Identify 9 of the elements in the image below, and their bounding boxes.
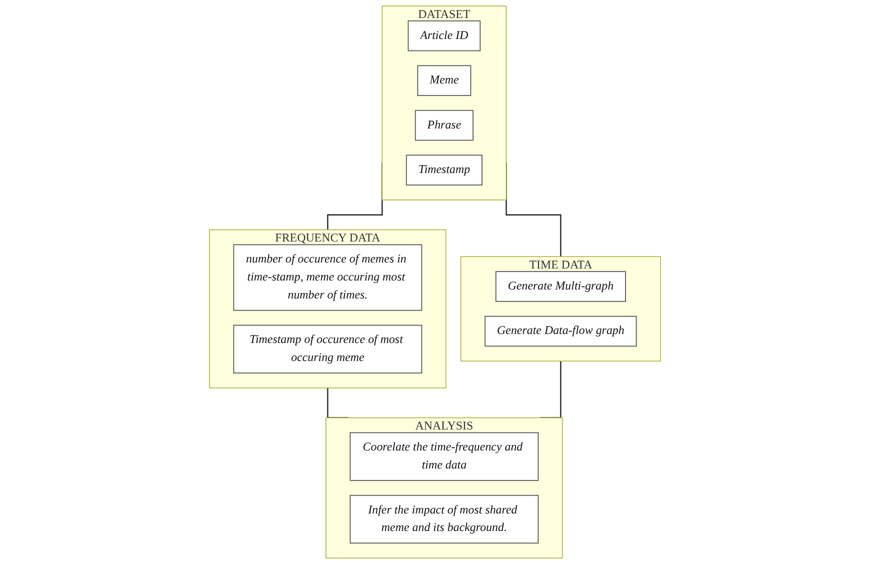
node-box: Generate Data-flow graph <box>484 316 637 347</box>
node-box: number of occurence of memes in time-stamp, meme occuring most number of times. <box>233 244 422 311</box>
node-box: Timestamp <box>406 154 482 186</box>
node-box: Phrase <box>414 110 474 141</box>
node-box: Coorelate the time-frequency and time data <box>350 432 539 481</box>
node-box: Timestamp of occurence of most occuring meme <box>233 324 422 374</box>
node-box: Generate Multi-graph <box>495 271 626 302</box>
node-box: Infer the impact of most shared meme and its background. <box>350 494 539 544</box>
node-box: Meme <box>417 65 472 96</box>
